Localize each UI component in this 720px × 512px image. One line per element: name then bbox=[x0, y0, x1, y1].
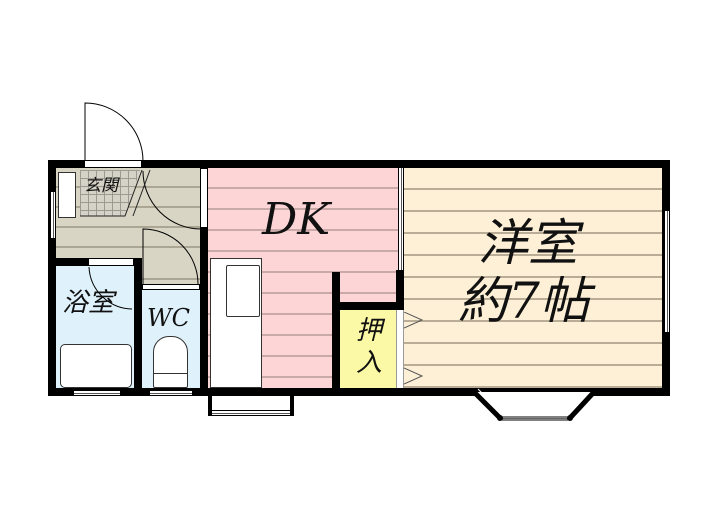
bath-door-opening[interactable] bbox=[88, 258, 134, 266]
hallway-lower bbox=[140, 260, 200, 286]
closet-door-marks bbox=[404, 312, 424, 385]
label-dk: DK bbox=[262, 194, 331, 245]
closet bbox=[340, 310, 396, 388]
window-dk-western[interactable] bbox=[398, 168, 404, 270]
label-western-2: 約7帖 bbox=[458, 272, 590, 330]
entry-door-swing-icon bbox=[84, 102, 144, 162]
wall-left bbox=[48, 160, 56, 396]
western-bay-window[interactable] bbox=[470, 388, 600, 422]
label-toilet: WC bbox=[147, 304, 191, 332]
label-closet-2: 入 bbox=[356, 348, 383, 378]
window-bath[interactable] bbox=[74, 390, 120, 396]
window-right[interactable] bbox=[664, 211, 670, 332]
dk-bay-window[interactable] bbox=[208, 396, 294, 416]
entrance-tile bbox=[80, 170, 140, 216]
entry-door-opening[interactable] bbox=[84, 160, 142, 168]
wall-dk-western bbox=[396, 270, 404, 310]
label-bathroom: 浴室 bbox=[62, 288, 115, 318]
entrance-step-line bbox=[80, 169, 151, 217]
dk-door-opening[interactable] bbox=[200, 168, 208, 228]
label-closet-1: 押 bbox=[356, 316, 383, 346]
window-wc[interactable] bbox=[150, 390, 192, 396]
label-entrance: 玄関 bbox=[84, 176, 118, 196]
kitchen-sink bbox=[226, 265, 260, 317]
kitchen-counter bbox=[210, 258, 262, 388]
wall-closet-top bbox=[332, 302, 404, 310]
label-western-1: 洋室 bbox=[478, 214, 578, 272]
western-room bbox=[404, 168, 662, 388]
wall-hall-dk bbox=[200, 228, 208, 396]
bath-door-swing-icon bbox=[88, 266, 133, 310]
toilet-fixture bbox=[153, 336, 188, 388]
window-left-entrance[interactable] bbox=[50, 192, 56, 238]
shoe-cabinet bbox=[58, 172, 76, 218]
bathtub bbox=[60, 344, 132, 388]
dk-door-swing-icon bbox=[142, 170, 202, 230]
wall-bath-wc bbox=[134, 258, 142, 396]
closet-door[interactable] bbox=[396, 310, 404, 388]
wc-door-opening[interactable] bbox=[142, 284, 200, 290]
wall-bottom bbox=[48, 388, 670, 396]
wc-door-swing-icon bbox=[142, 228, 199, 287]
wall-closet-left bbox=[332, 272, 340, 396]
wall-top bbox=[48, 160, 670, 168]
